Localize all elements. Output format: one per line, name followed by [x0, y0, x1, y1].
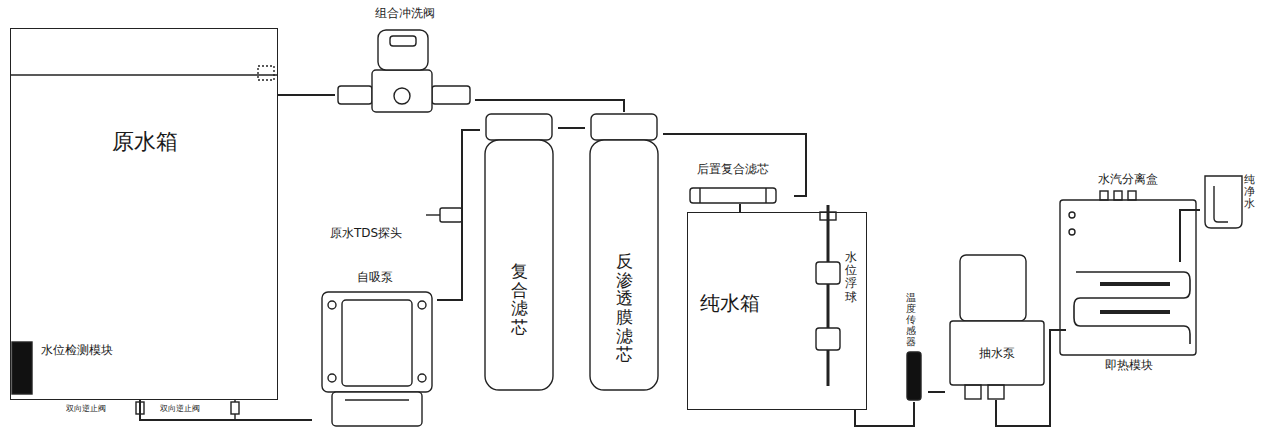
water-pipe	[663, 134, 806, 196]
mount-hole	[328, 374, 336, 382]
level-detect-module: 水位检测模块	[11, 339, 151, 397]
ro-membrane-filter: 反渗透膜滤芯	[585, 112, 663, 392]
water-pipe	[278, 94, 335, 96]
pump-motor	[960, 255, 1026, 321]
water-cup	[1205, 176, 1242, 228]
node-label: 自吸泵	[357, 270, 393, 284]
water-pipe	[558, 127, 585, 129]
pure-water-tank: 纯水箱 水位浮球	[687, 212, 867, 410]
float-rod	[827, 205, 830, 386]
temp-sensor	[907, 352, 921, 400]
flush-valve: 组合冲洗阀	[335, 4, 475, 116]
valve-cap	[378, 30, 428, 70]
box-detail	[1069, 212, 1075, 218]
filter-body	[485, 140, 553, 390]
node-label: 复合滤芯	[511, 262, 528, 337]
pump-body	[950, 321, 1044, 385]
sensor-label: 原水TDS探头	[330, 226, 402, 240]
post-filter-cap	[699, 188, 700, 203]
filter-head	[486, 114, 552, 140]
post-filter-body	[690, 188, 776, 203]
temperature-sensor: 温度传感器	[900, 292, 928, 402]
self-priming-pump: 自吸泵	[312, 268, 437, 430]
node-label: 反渗透膜滤芯	[616, 252, 633, 364]
heating-element	[1100, 282, 1170, 286]
node-label: 水位浮球	[845, 251, 857, 304]
mount-hole	[328, 301, 336, 309]
pump-frame	[322, 292, 432, 392]
water-pipe	[996, 330, 1066, 426]
valve-fitting	[432, 86, 470, 104]
valve-label: 双向逆止阀	[160, 404, 200, 414]
water-steam-separator: 水汽分离盒即热模块	[1056, 170, 1200, 384]
valve-port	[394, 88, 410, 104]
node-label: 水位检测模块	[41, 343, 113, 357]
water-pipe	[140, 400, 312, 420]
filter-head	[591, 114, 657, 140]
box-port	[1114, 191, 1122, 200]
cup-detail	[1214, 186, 1228, 222]
heating-coil	[1074, 272, 1190, 344]
composite-filter: 复合滤芯	[480, 112, 558, 392]
water-pipe	[437, 130, 480, 300]
node-label: 后置复合滤芯	[697, 162, 769, 176]
box-detail	[1069, 229, 1075, 235]
check-valve	[231, 402, 239, 414]
water-pipe	[855, 402, 914, 426]
mount-hole	[418, 301, 426, 309]
node-label: 纯水箱	[700, 291, 760, 315]
raw-water-tank: 原水箱水位检测模块	[10, 28, 278, 400]
pump-port	[965, 385, 981, 399]
node-label: 水汽分离盒	[1098, 172, 1158, 186]
pump-motor	[342, 300, 412, 386]
node-label: 原水箱	[112, 129, 178, 155]
separation-box	[1060, 200, 1196, 355]
instant-heat-module: 即热模块	[1066, 262, 1192, 380]
level-float: 水位浮球	[801, 227, 863, 395]
post-filter: 后置复合滤芯	[672, 160, 794, 204]
float-ball	[816, 328, 840, 350]
water-pipe	[475, 100, 624, 112]
valve-label: 双向逆止阀	[66, 404, 106, 414]
filter-body	[590, 140, 658, 390]
heating-element	[1100, 310, 1170, 314]
tds-probe	[440, 208, 462, 222]
box-port	[1128, 191, 1136, 200]
pure-water-cup: 纯净水	[1200, 170, 1259, 232]
water-pipe	[928, 391, 945, 393]
node-label: 组合冲洗阀	[375, 6, 435, 20]
post-filter-cap	[765, 188, 766, 203]
valve-cap-detail	[390, 36, 416, 46]
pump-head	[332, 392, 422, 426]
node-label: 温度传感器	[906, 292, 916, 347]
overflow-sensor	[258, 66, 274, 80]
node-label: 即热模块	[1105, 358, 1153, 372]
tds-probe-stem	[426, 214, 440, 215]
valve-body	[372, 70, 432, 112]
float-ball	[816, 262, 840, 284]
draw-pump: 抽水泵	[945, 250, 1049, 400]
box-port	[1100, 191, 1108, 200]
mount-hole	[418, 374, 426, 382]
tank-rim	[10, 74, 278, 75]
pump-port	[988, 385, 1004, 399]
pump-head-line	[345, 399, 409, 400]
float-nut	[820, 212, 836, 220]
water-pipe	[739, 204, 741, 212]
level-module-block	[12, 342, 32, 394]
water-pipe	[1180, 210, 1200, 262]
valve-fitting	[338, 86, 372, 104]
node-label: 纯净水	[1244, 174, 1255, 210]
node-label: 抽水泵	[979, 346, 1015, 360]
